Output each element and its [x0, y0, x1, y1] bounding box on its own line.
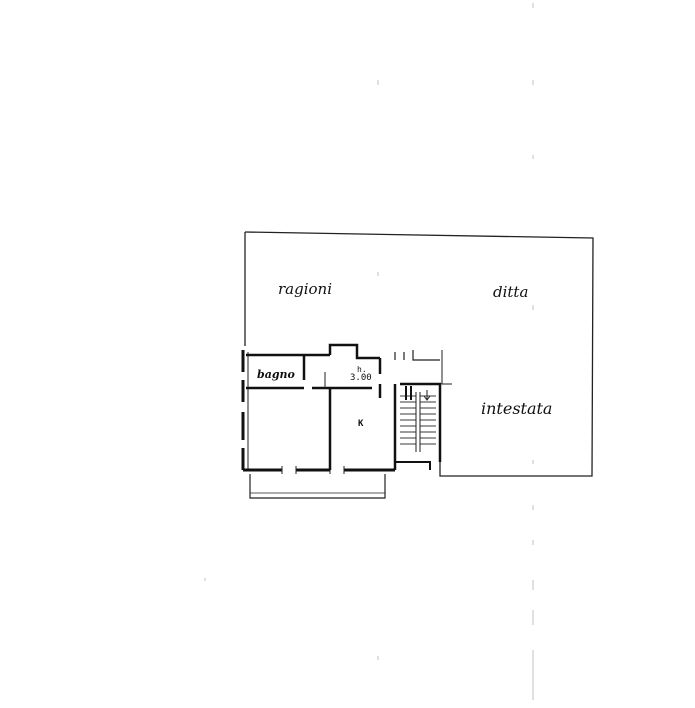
label-height-prefix: h. — [357, 365, 367, 374]
outer-boundary — [244, 231, 594, 477]
label-bagno: bagno — [257, 368, 295, 381]
label-ditta: ditta — [493, 283, 528, 301]
scan-specks — [204, 3, 534, 700]
label-ragioni: ragioni — [278, 280, 332, 298]
stair-arrow — [423, 390, 431, 401]
stairwell — [396, 382, 442, 470]
apartment-walls — [241, 343, 440, 499]
stair-treads — [400, 395, 436, 445]
label-height-value: 3.00 — [350, 373, 372, 383]
label-intestata: intestata — [481, 399, 552, 418]
label-kitchen: K — [358, 419, 364, 429]
